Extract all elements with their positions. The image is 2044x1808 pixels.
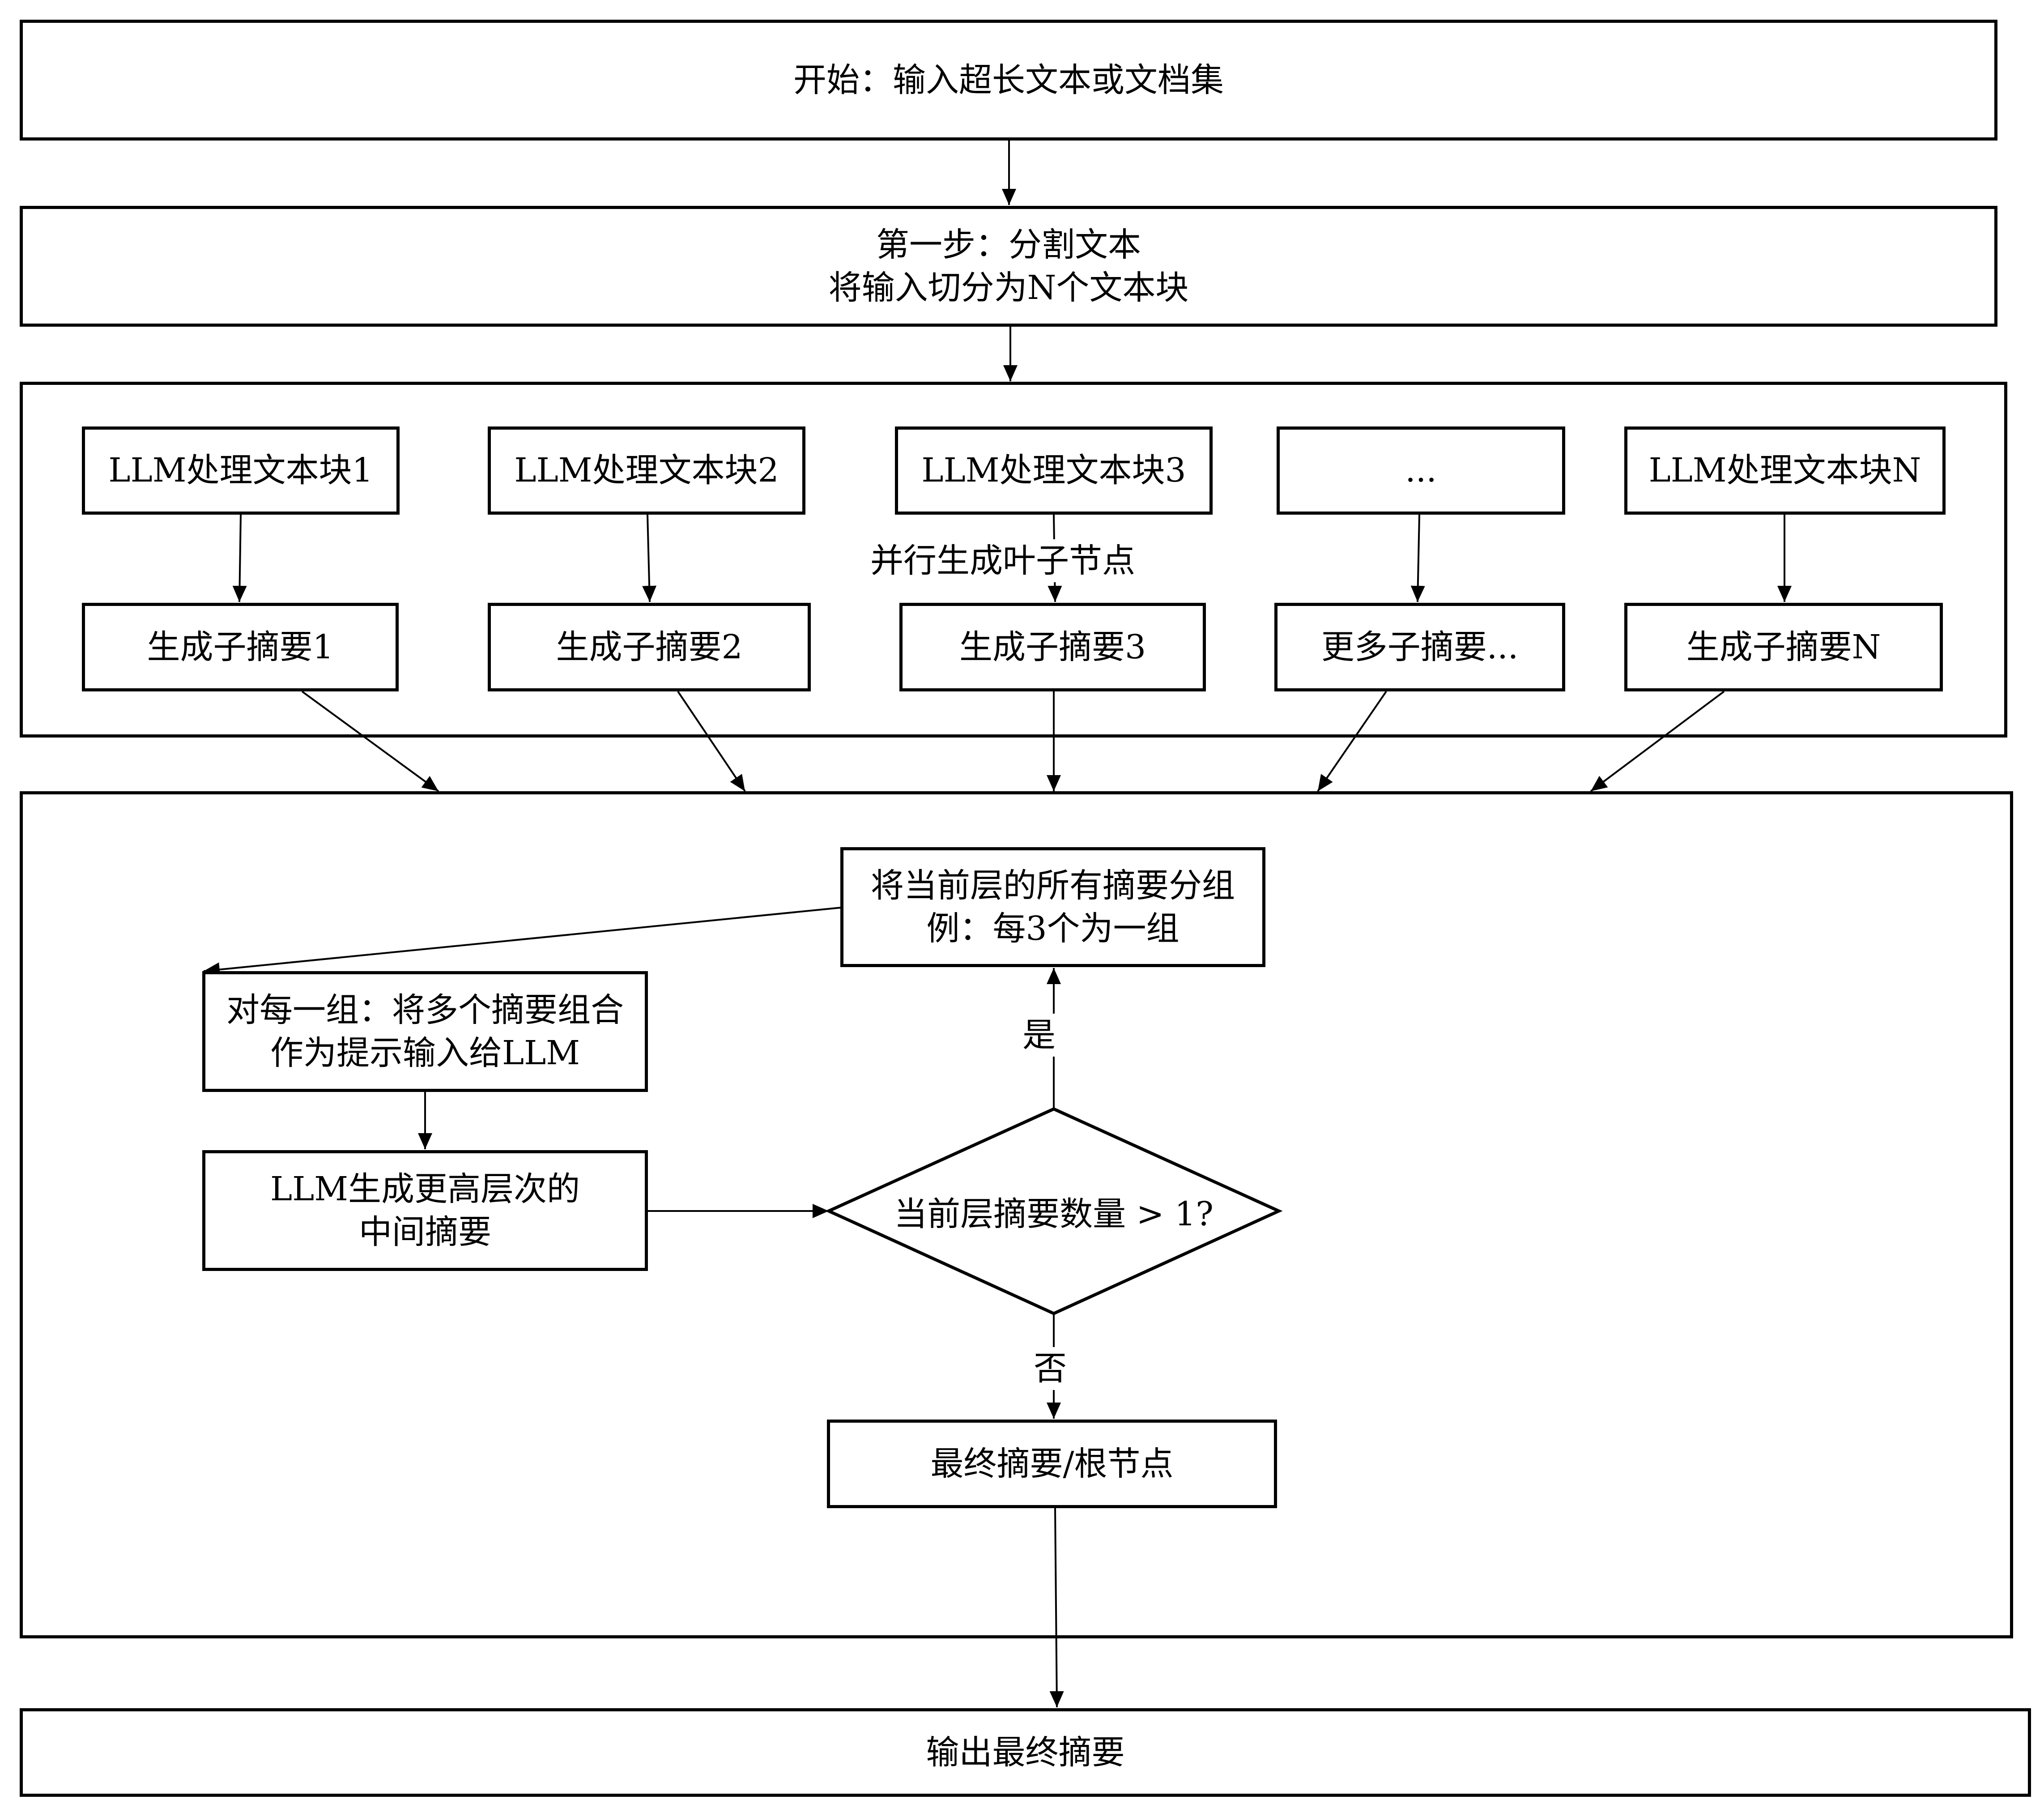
arrow-sub4-to-loop: [1317, 691, 1387, 792]
output-label: 输出最终摘要: [926, 1733, 1125, 1772]
arrow-group-to-combine: [203, 907, 842, 977]
start-box: 开始：输入超长文本或文档集: [20, 20, 1997, 141]
sub-summary-label: 生成子摘要2: [556, 627, 743, 666]
arrow-sub1-to-loop: [301, 691, 439, 792]
split-step-desc: 将输入切分为N个文本块: [828, 269, 1189, 307]
arrow-final-to-output: [1049, 1508, 1064, 1708]
sub-summary-label: 更多子摘要...: [1321, 627, 1519, 666]
arrow-subN-to-loop: [1590, 691, 1725, 792]
split-step-box: 第一步：分割文本 将输入切分为N个文本块: [20, 206, 1997, 327]
arrow-sub2-to-loop: [677, 691, 746, 792]
llm-block-label: LLM处理文本块2: [514, 451, 779, 490]
llm-block-label: LLM处理文本块N: [1648, 451, 1921, 490]
output-box: 输出最终摘要: [20, 1708, 2031, 1797]
generate-summary-line2: 中间摘要: [359, 1213, 491, 1251]
parallel-frame: [20, 382, 2007, 738]
loop-frame: [20, 791, 2013, 1638]
llm-block-n: LLM处理文本块N: [1624, 426, 1946, 515]
llm-block-2: LLM处理文本块2: [488, 426, 805, 515]
sub-summary-1: 生成子摘要1: [82, 603, 399, 691]
combine-prompt-line1: 对每一组：将多个摘要组合: [226, 990, 624, 1029]
llm-block-more: ...: [1277, 426, 1565, 515]
sub-summary-more: 更多子摘要...: [1274, 603, 1565, 691]
generate-summary-line1: LLM生成更高层次的: [270, 1169, 580, 1208]
group-summaries-box: 将当前层的所有摘要分组 例：每3个为一组: [840, 847, 1265, 967]
parallel-label: 并行生成叶子节点: [870, 539, 1135, 583]
decision-diamond: [825, 1107, 1283, 1315]
sub-summary-label: 生成子摘要1: [147, 627, 334, 666]
combine-prompt-line2: 作为提示输入给LLM: [270, 1034, 580, 1072]
llm-block-label: LLM处理文本块1: [108, 451, 373, 490]
llm-block-label: ...: [1405, 451, 1437, 490]
generate-summary-box: LLM生成更高层次的 中间摘要: [202, 1150, 648, 1271]
final-summary-label: 最终摘要/根节点: [930, 1444, 1174, 1483]
final-summary-box: 最终摘要/根节点: [827, 1420, 1277, 1508]
split-step-title: 第一步：分割文本: [876, 225, 1141, 264]
decision-label: 当前层摘要数量 > 1?: [894, 1195, 1214, 1233]
sub-summary-n: 生成子摘要N: [1624, 603, 1943, 691]
group-summaries-example: 例：每3个为一组: [926, 909, 1180, 948]
sub-summary-2: 生成子摘要2: [488, 603, 811, 691]
yes-label: 是: [1022, 1014, 1056, 1057]
llm-block-1: LLM处理文本块1: [82, 426, 400, 515]
arrow-llm2-to-sub2: [642, 514, 657, 602]
arrow-llm1-to-sub1: [232, 514, 247, 602]
sub-summary-label: 生成子摘要N: [1686, 627, 1881, 666]
no-label: 否: [1034, 1347, 1067, 1390]
llm-block-3: LLM处理文本块3: [895, 426, 1213, 515]
llm-block-label: LLM处理文本块3: [921, 451, 1186, 490]
combine-prompt-box: 对每一组：将多个摘要组合 作为提示输入给LLM: [202, 971, 648, 1092]
group-summaries-title: 将当前层的所有摘要分组: [871, 866, 1235, 905]
sub-summary-3: 生成子摘要3: [899, 603, 1206, 691]
arrow-more-to-sub4: [1410, 514, 1425, 602]
sub-summary-label: 生成子摘要3: [959, 627, 1146, 666]
start-label: 开始：输入超长文本或文档集: [793, 60, 1224, 99]
